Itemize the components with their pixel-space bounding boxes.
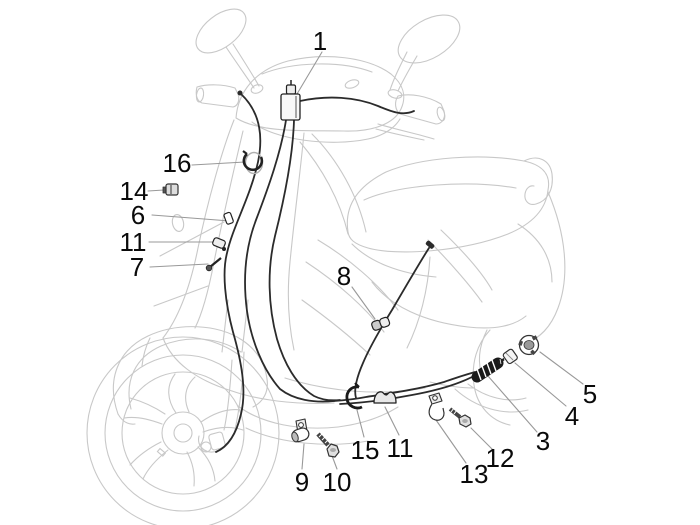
part-front-cable-adjuster	[223, 211, 234, 225]
control-cables	[215, 90, 476, 453]
leader-12	[470, 427, 494, 451]
part-adjuster-screw	[205, 257, 222, 272]
part-cable-clamp-upper	[212, 237, 226, 251]
callout-label-5: 5	[583, 379, 597, 409]
part-c-clip	[345, 382, 363, 410]
front-wheel	[86, 336, 280, 525]
leader-9	[301, 443, 305, 470]
part-bushing	[502, 348, 518, 365]
leader-3	[487, 375, 538, 433]
part-clamp-bracket-rear	[428, 392, 445, 421]
callout-label-9: 9	[295, 467, 309, 497]
callout-label-13: 13	[460, 459, 489, 489]
callout-label-3: 3	[536, 426, 550, 456]
leader-6	[151, 214, 231, 222]
leader-11-lower	[384, 406, 400, 436]
leader-5	[539, 351, 584, 385]
part-hex-bolt-rear	[448, 407, 472, 428]
leader-15	[356, 409, 365, 438]
hardware-parts	[162, 80, 540, 458]
callout-label-12: 12	[486, 443, 515, 473]
leader-7	[149, 263, 209, 268]
leader-16	[191, 161, 246, 166]
part-clamp-bracket-front	[291, 418, 310, 443]
leader-lines	[147, 51, 584, 470]
part-cable-guide-ring	[242, 150, 264, 175]
callout-labels: 1 16 14 6 11 7 8 9 10 15 11 13 12 3 4 5	[120, 26, 598, 497]
leader-1	[293, 51, 323, 100]
leader-8	[351, 286, 376, 320]
callout-label-14: 14	[120, 176, 149, 206]
callout-label-10: 10	[323, 467, 352, 497]
callout-label-4: 4	[565, 401, 579, 431]
part-cable-clamp-lower	[373, 391, 397, 404]
part-cable-splitter	[280, 80, 301, 121]
callout-label-11-upper: 11	[120, 227, 147, 257]
callout-label-11-lower: 11	[387, 433, 414, 463]
leader-13	[435, 419, 467, 464]
leader-4	[514, 362, 567, 407]
part-hex-bolt-front	[316, 432, 340, 458]
callout-label-15: 15	[351, 435, 380, 465]
callout-label-1: 1	[313, 26, 327, 56]
leader-14	[147, 189, 165, 192]
callout-label-16: 16	[163, 148, 192, 178]
part-adjuster-nut	[518, 334, 540, 356]
callout-label-7: 7	[130, 252, 144, 282]
part-clip	[162, 183, 179, 196]
part-rear-cable-clamp	[371, 316, 391, 331]
scooter-body-art	[112, 8, 566, 453]
callout-label-6: 6	[131, 200, 145, 230]
callout-label-8: 8	[337, 261, 351, 291]
